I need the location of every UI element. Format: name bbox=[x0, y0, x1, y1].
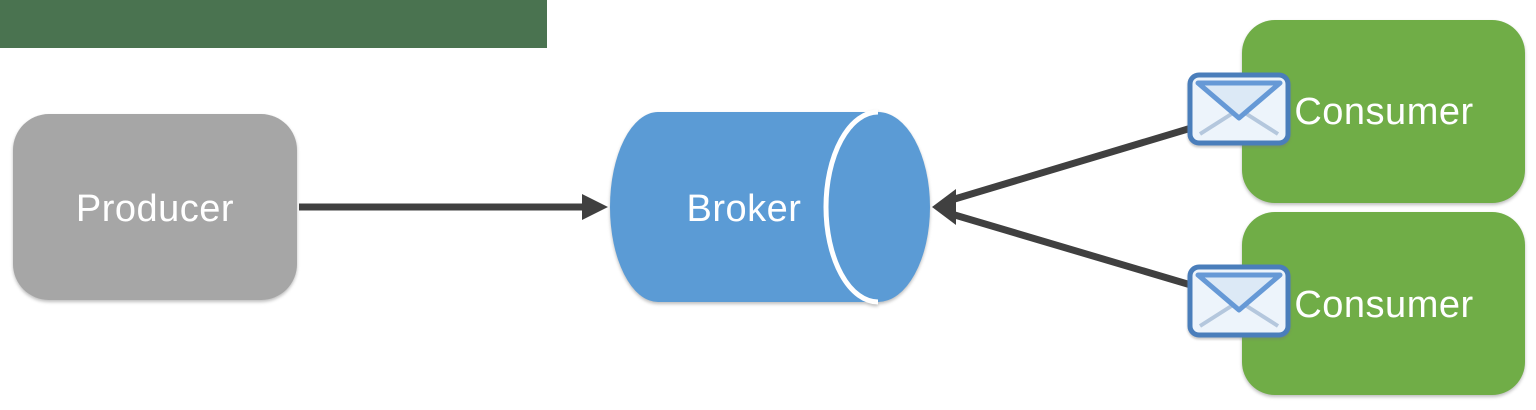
envelope-flap bbox=[1195, 80, 1283, 121]
broker-label: Broker bbox=[687, 188, 802, 230]
consumer-bottom-label: Consumer bbox=[1294, 284, 1473, 326]
producer-label: Producer bbox=[76, 188, 234, 230]
producer-to-broker-arrow bbox=[299, 194, 608, 220]
consumer-top-box bbox=[1242, 20, 1525, 203]
producer-node: Producer bbox=[13, 114, 297, 300]
envelope-flap bbox=[1195, 272, 1283, 313]
envelope-fold-right bbox=[1243, 303, 1280, 328]
envelope-fold-left bbox=[1198, 111, 1235, 136]
arrowhead-left-icon bbox=[932, 189, 956, 225]
envelope-icon bbox=[1187, 72, 1291, 146]
arrowhead-right-icon bbox=[582, 194, 608, 220]
envelope-fold-right bbox=[1243, 111, 1280, 136]
consumer-top-node: Consumer bbox=[1242, 20, 1525, 203]
broker-cylinder-seam bbox=[823, 109, 879, 305]
envelope-icon bbox=[1187, 264, 1291, 338]
consumer-bottom-box bbox=[1242, 212, 1525, 395]
broker-node: Broker bbox=[610, 109, 930, 305]
envelope-fold-left bbox=[1198, 303, 1235, 328]
broker-cylinder-body bbox=[610, 112, 930, 302]
top-accent-bar bbox=[0, 0, 547, 48]
producer-box bbox=[13, 114, 297, 300]
consumer-top-label: Consumer bbox=[1294, 91, 1473, 133]
consumer-bottom-node: Consumer bbox=[1242, 212, 1525, 395]
